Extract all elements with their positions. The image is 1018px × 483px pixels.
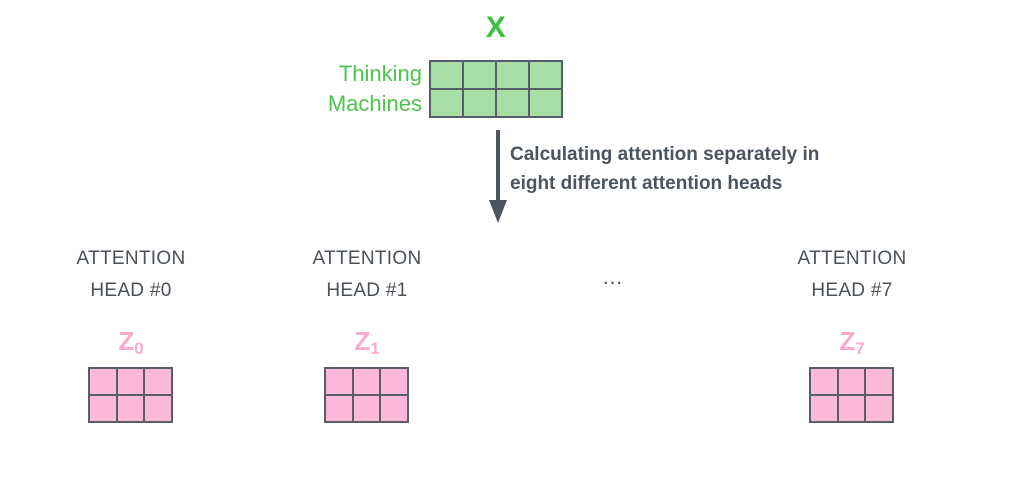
- matrix-cell: [117, 396, 144, 421]
- matrix-cell: [811, 396, 837, 421]
- head-7-output-label: Z7: [742, 325, 962, 361]
- head-0-output-matrix: [88, 367, 173, 423]
- matrix-cell: [117, 369, 144, 394]
- matrix-cell: [866, 369, 892, 394]
- input-row-labels: Thinking Machines: [268, 59, 422, 119]
- transition-caption-line2: eight different attention heads: [510, 173, 783, 194]
- matrix-cell: [381, 396, 407, 421]
- head-7-output-matrix: [809, 367, 894, 423]
- head-7-output-label-base: Z: [839, 326, 856, 356]
- head-0-title-line2: HEAD #0: [90, 280, 172, 301]
- matrix-cell: [353, 396, 380, 421]
- matrix-cell: [145, 396, 171, 421]
- head-7-output-label-subscript: 7: [855, 339, 865, 358]
- matrix-cell: [464, 90, 495, 116]
- matrix-cell: [431, 62, 462, 88]
- transition-caption: Calculating attention separately in eigh…: [510, 140, 910, 198]
- head-1-output-matrix: [324, 367, 409, 423]
- input-matrix-grid: [429, 60, 563, 118]
- matrix-cell: [464, 62, 495, 88]
- head-1-output-label-subscript: 1: [370, 339, 380, 358]
- matrix-cell: [90, 369, 116, 394]
- input-matrix-label: X: [485, 11, 507, 44]
- matrix-cell: [838, 396, 865, 421]
- matrix-cell: [326, 369, 352, 394]
- matrix-cell: [497, 62, 528, 88]
- head-1-output-label-base: Z: [354, 326, 371, 356]
- matrix-cell: [530, 90, 561, 116]
- matrix-cell: [431, 90, 462, 116]
- transition-caption-line1: Calculating attention separately in: [510, 144, 820, 165]
- heads-ellipsis: …: [602, 266, 624, 289]
- attention-head-1-title: ATTENTION HEAD #1: [257, 243, 477, 307]
- matrix-cell: [530, 62, 561, 88]
- head-7-title-line2: HEAD #7: [811, 280, 893, 301]
- matrix-cell: [811, 369, 837, 394]
- head-0-title-line1: ATTENTION: [76, 248, 186, 269]
- head-1-output-label: Z1: [257, 325, 477, 361]
- matrix-cell: [866, 396, 892, 421]
- matrix-cell: [838, 369, 865, 394]
- head-0-output-label-base: Z: [118, 326, 135, 356]
- matrix-cell: [145, 369, 171, 394]
- input-row-label-1: Machines: [327, 91, 422, 116]
- matrix-cell: [353, 369, 380, 394]
- head-0-output-label-subscript: 0: [134, 339, 144, 358]
- input-row-label-0: Thinking: [338, 61, 422, 86]
- attention-head-7-title: ATTENTION HEAD #7: [742, 243, 962, 307]
- down-arrow-icon: [489, 130, 507, 223]
- matrix-cell: [90, 396, 116, 421]
- head-1-title-line1: ATTENTION: [312, 248, 422, 269]
- head-1-title-line2: HEAD #1: [326, 280, 408, 301]
- head-0-output-label: Z0: [21, 325, 241, 361]
- head-7-title-line1: ATTENTION: [797, 248, 907, 269]
- matrix-cell: [326, 396, 352, 421]
- matrix-cell: [497, 90, 528, 116]
- attention-head-0-title: ATTENTION HEAD #0: [21, 243, 241, 307]
- matrix-cell: [381, 369, 407, 394]
